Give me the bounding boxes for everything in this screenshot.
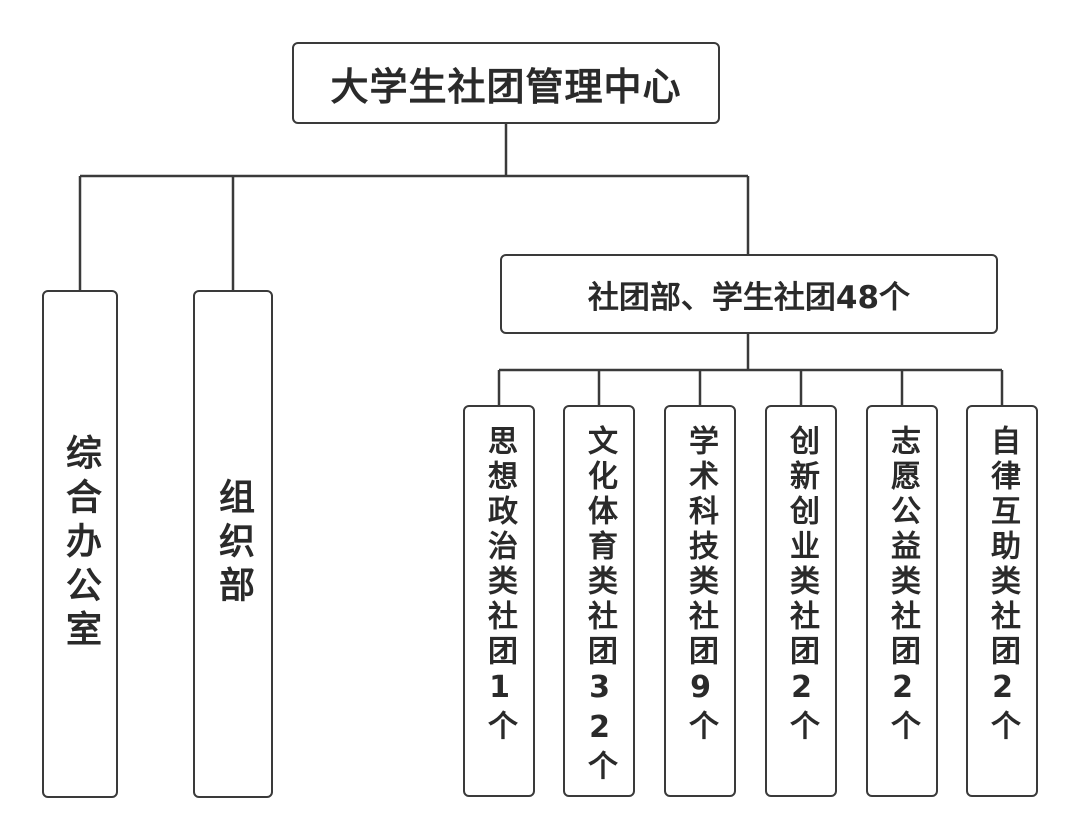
club-node-culture-sports: 文化体育类社团32个 <box>563 405 635 797</box>
club-label: 思想政治类社团1个 <box>482 425 517 745</box>
club-label: 志愿公益类社团2个 <box>885 425 920 745</box>
office-node: 综合办公室 <box>42 290 118 798</box>
club-label: 学术科技类社团9个 <box>683 425 718 745</box>
club-node-ideological: 思想政治类社团1个 <box>463 405 535 797</box>
club-dept-title: 社团部、学生社团48个 <box>587 279 911 316</box>
club-label: 创新创业类社团2个 <box>784 425 819 745</box>
club-node-academic: 学术科技类社团9个 <box>664 405 736 797</box>
office-label: 综合办公室 <box>60 434 101 654</box>
club-label: 自律互助类社团2个 <box>985 425 1020 745</box>
organization-dept-node: 组织部 <box>193 290 273 798</box>
club-dept-node: 社团部、学生社团48个 <box>500 254 998 334</box>
club-node-innovation: 创新创业类社团2个 <box>765 405 837 797</box>
root-node: 大学生社团管理中心 <box>292 42 720 124</box>
club-node-self-discipline: 自律互助类社团2个 <box>966 405 1038 797</box>
organization-dept-label: 组织部 <box>213 478 254 610</box>
club-node-volunteer: 志愿公益类社团2个 <box>866 405 938 797</box>
club-label: 文化体育类社团32个 <box>582 425 617 785</box>
root-title: 大学生社团管理中心 <box>330 64 682 109</box>
